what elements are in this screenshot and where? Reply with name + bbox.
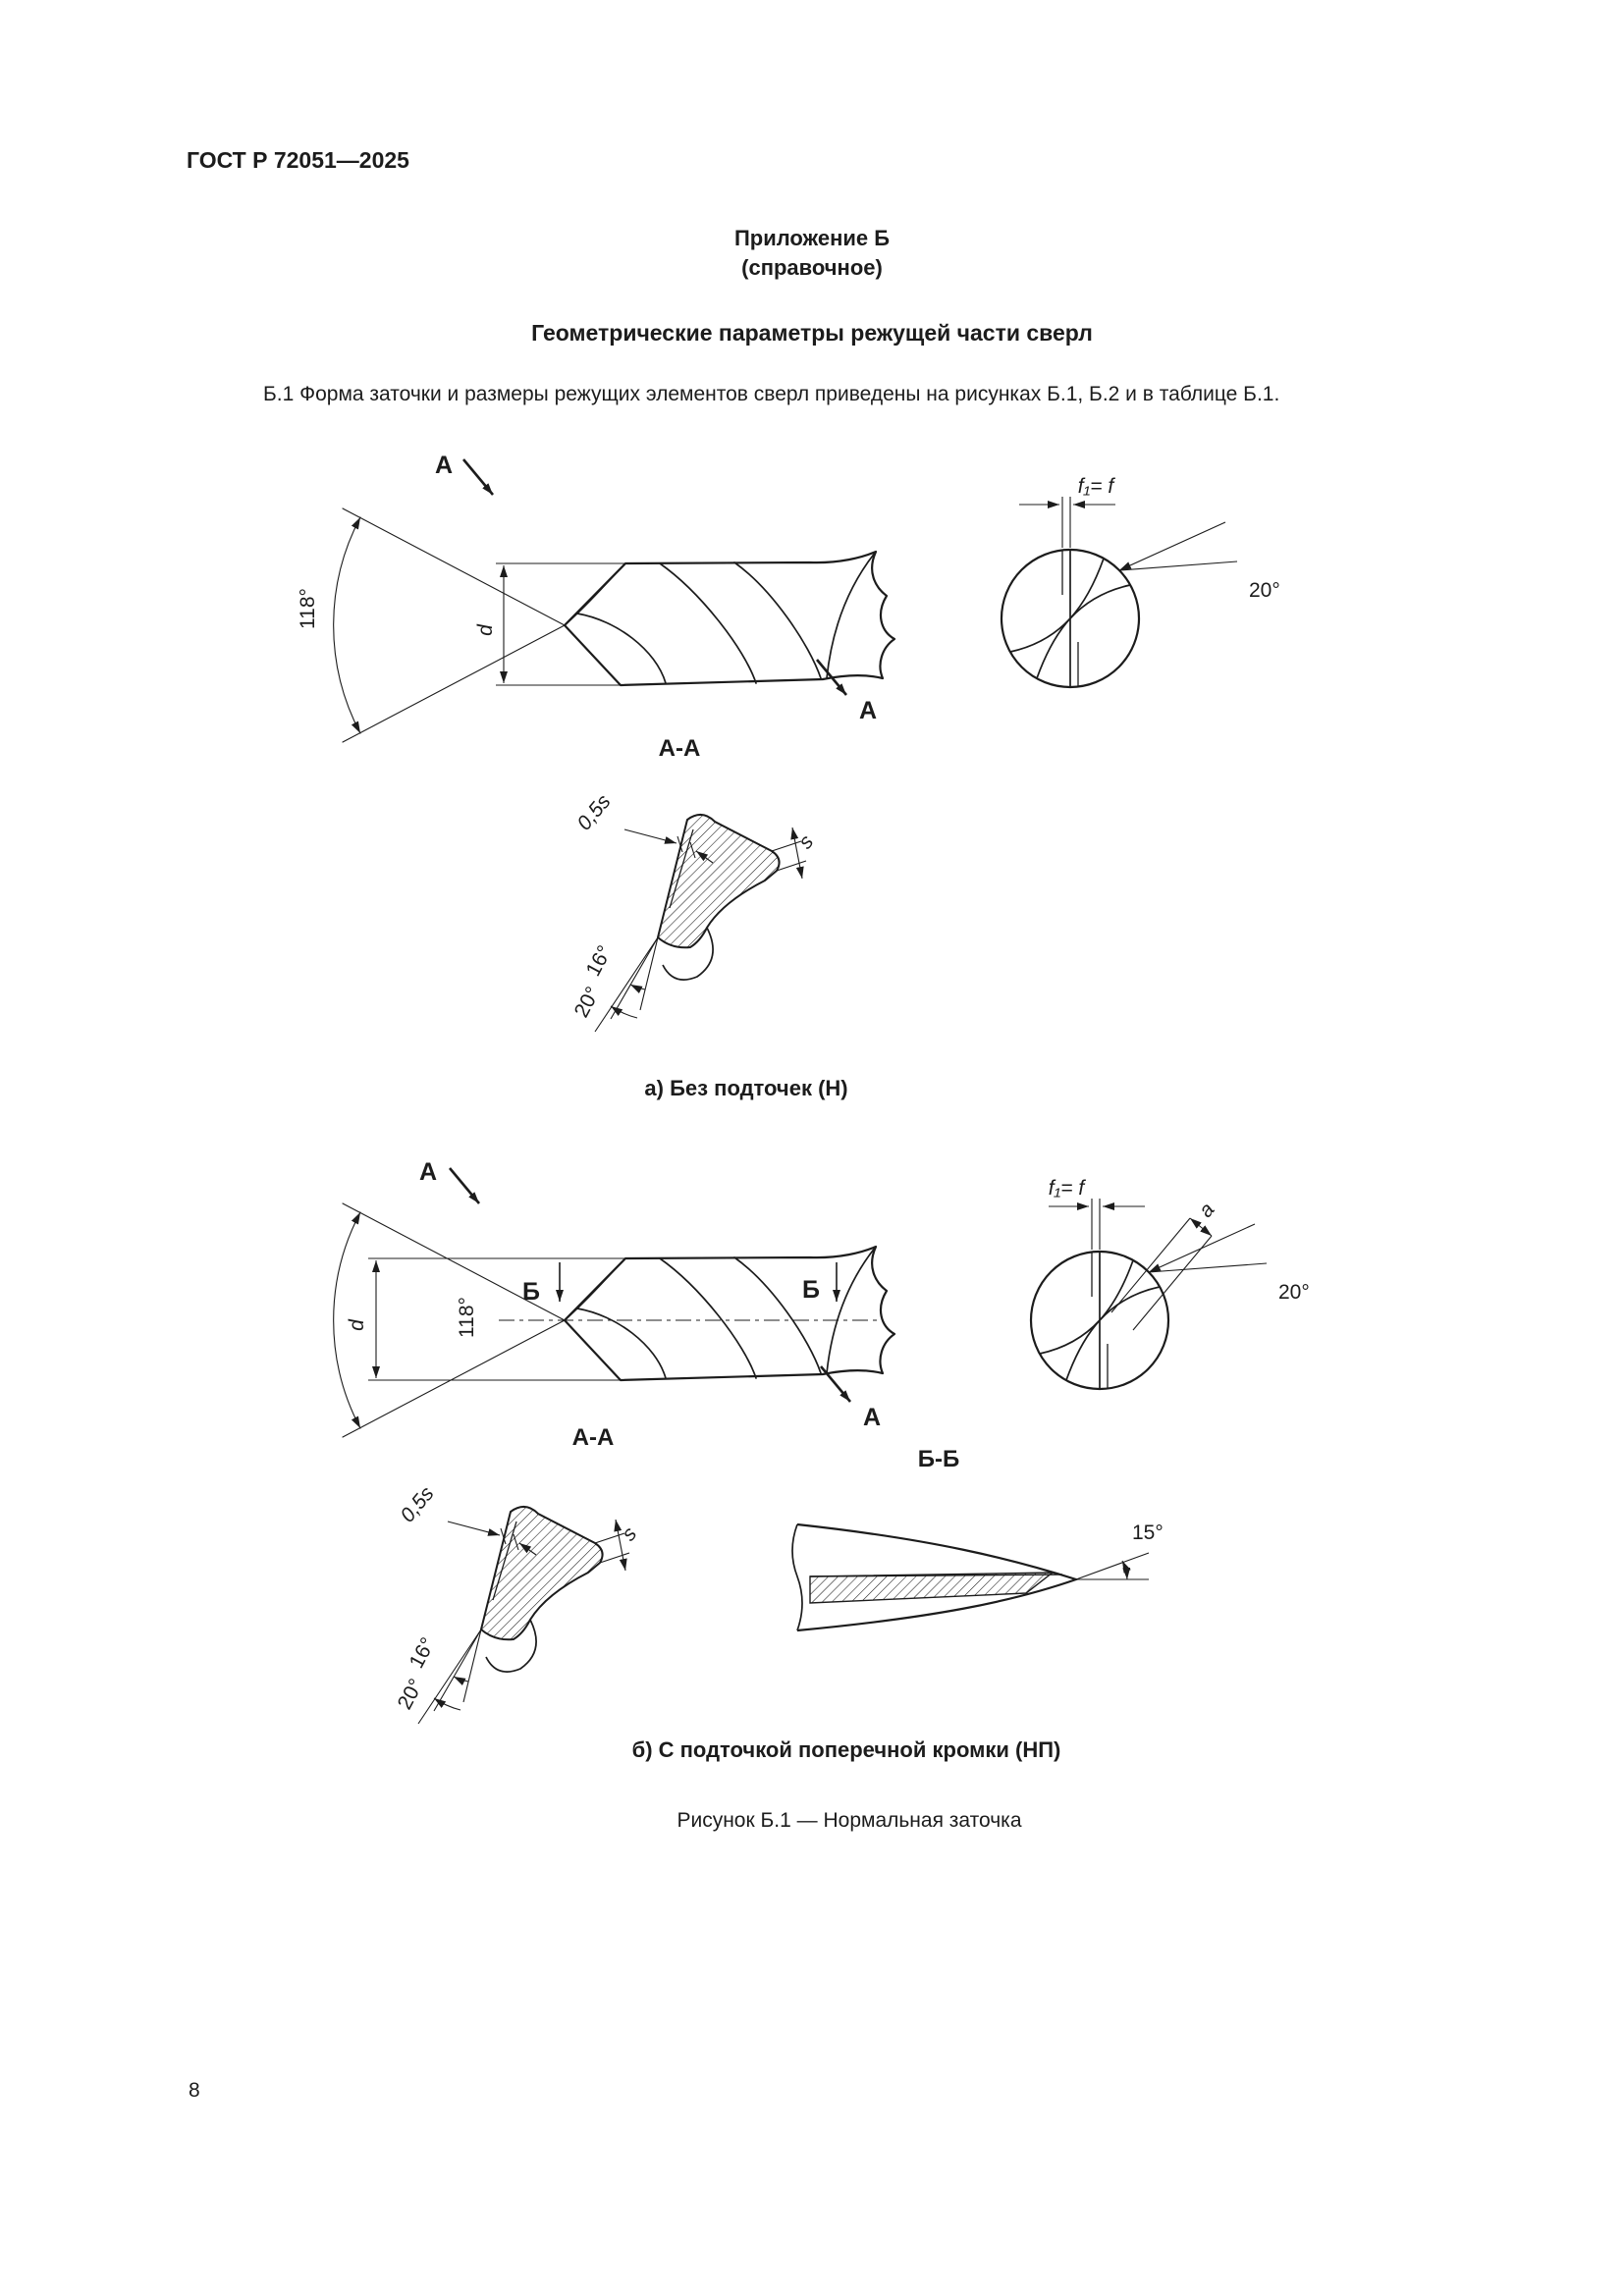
end-view-group: f₁= f a 20° [1029,1177,1310,1391]
dim-05s-label: 0,5s [396,1482,438,1527]
section-letter-b-right: Б [802,1276,820,1304]
margin-angle-leader [1119,522,1237,570]
dim-s-label: s [618,1522,642,1545]
drill-end-view [1000,548,1141,689]
section-letter-a-top: А [435,452,453,479]
end-view-group: f₁= f 20° [1000,475,1280,689]
angle-20-label: 20° [394,1676,428,1714]
point-angle-label: 118° [456,1297,478,1338]
angle-15-label: 15° [1132,1522,1164,1544]
margin-width-dimension [1019,497,1115,548]
dim-05s-label: 0,5s [572,790,615,835]
f1f-label: f₁= f [1078,475,1116,498]
appendix-subtitle: (справочное) [741,255,883,280]
dim-s-label: s [794,830,819,853]
section-aa-title: А-А [572,1424,615,1451]
section-letter-b-left: Б [522,1278,540,1306]
dim-a-label: a [1194,1199,1218,1222]
margin-width-dimension [1049,1199,1145,1250]
point-angle-label: 118° [297,588,319,629]
section-bb-title: Б-Б [918,1446,960,1472]
drill-end-view [1029,1250,1170,1391]
figure-b: d 118° А А Б Б А-А 0,5s s 16° 20° Б-Б 15… [245,1158,1310,1747]
diameter-label: d [474,623,497,636]
figure-b-caption: б) С подточкой поперечной кромки (НП) [631,1737,1061,1762]
figure-caption: Рисунок Б.1 — Нормальная заточка [677,1809,1022,1832]
page-number: 8 [189,2079,200,2102]
drill-side-view [334,508,894,742]
section-view-title: А-А [659,735,701,762]
angle-16-label: 16° [406,1634,440,1673]
section-plane-arrows [462,458,847,696]
diameter-dimension [368,1257,625,1381]
web-thinning-dimension [1110,1217,1213,1331]
section-letter-a-top: А [419,1158,437,1186]
angle-20-label: 20° [570,984,605,1022]
end-angle-20-label: 20° [1278,1281,1310,1304]
section-aa-view [595,815,806,1032]
drill-side-view [334,1203,894,1437]
margin-angle-leader [1149,1224,1267,1272]
section-letter-a-bottom: А [859,697,877,724]
section-aa-view [418,1507,629,1724]
section-letter-a-bottom: А [863,1404,881,1431]
diameter-label: d [346,1318,368,1331]
section-b-arrows [556,1262,840,1302]
document-header: ГОСТ Р 72051—2025 [187,147,409,173]
angle-15-dimension [1075,1552,1150,1580]
intro-paragraph: Б.1 Форма заточки и размеры режущих элем… [263,383,1280,405]
figure-a: d 118° А А А-А 0,5s s 16° 20° f₁= f 20° [297,452,1280,1080]
section-heading: Геометрические параметры режущей части с… [531,320,1093,346]
angle-16-label: 16° [582,942,617,981]
figure-a-caption: а) Без подточек (Н) [644,1076,848,1100]
appendix-title: Приложение Б [733,226,891,250]
diameter-dimension [496,562,625,686]
section-bb-view: 15° [791,1522,1164,1632]
section-plane-arrows [449,1167,851,1403]
f1f-label: f₁= f [1049,1177,1087,1200]
end-angle-20-label: 20° [1249,579,1280,602]
